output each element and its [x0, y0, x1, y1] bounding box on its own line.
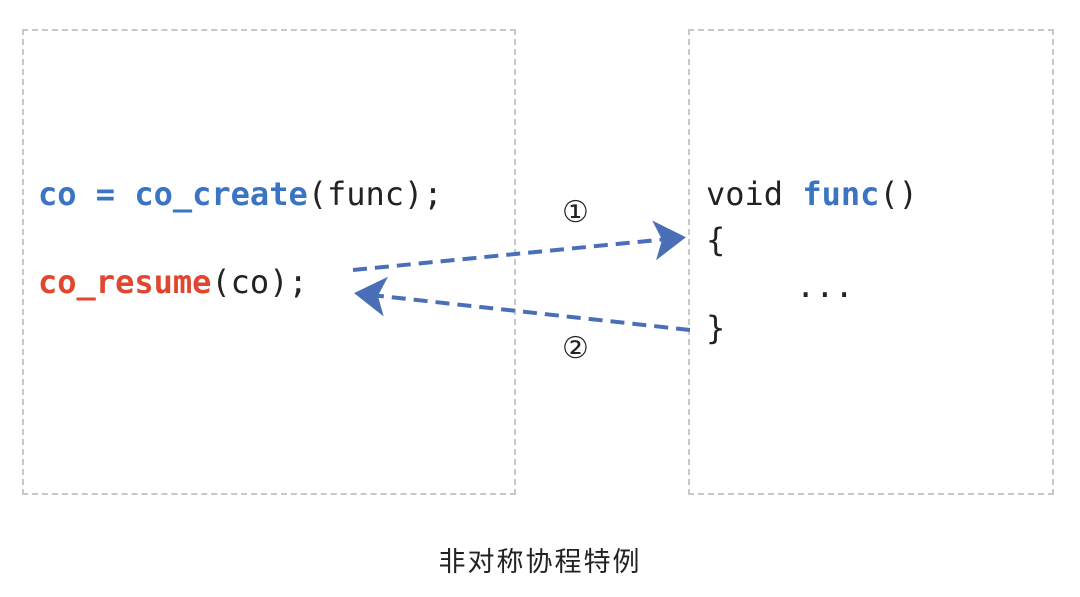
co-variable: co	[38, 175, 77, 213]
func-signature-line: void func()	[706, 178, 918, 210]
void-keyword: void	[706, 175, 803, 213]
func-body-ellipsis: ...	[796, 267, 854, 305]
step-one-marker: ①	[562, 195, 589, 230]
yield-arrow	[354, 276, 691, 332]
resume-arrow	[352, 220, 686, 272]
coroutine-panel	[688, 29, 1054, 495]
co-resume-args: (co);	[211, 263, 308, 301]
co-create-line: co = co_create(func);	[38, 178, 443, 210]
step-two-marker: ②	[562, 331, 589, 366]
co-resume-function: co_resume	[38, 263, 212, 301]
co-create-args: (func);	[307, 175, 443, 213]
figure-caption: 非对称协程特例	[438, 547, 642, 578]
func-name: func	[802, 175, 880, 213]
func-parens: ()	[879, 175, 918, 213]
assign-operator: =	[76, 175, 135, 213]
open-brace: {	[706, 221, 726, 259]
co-create-function: co_create	[134, 175, 308, 213]
co-resume-line: co_resume(co);	[38, 266, 308, 298]
close-brace: }	[706, 309, 726, 347]
caller-panel	[22, 29, 516, 495]
